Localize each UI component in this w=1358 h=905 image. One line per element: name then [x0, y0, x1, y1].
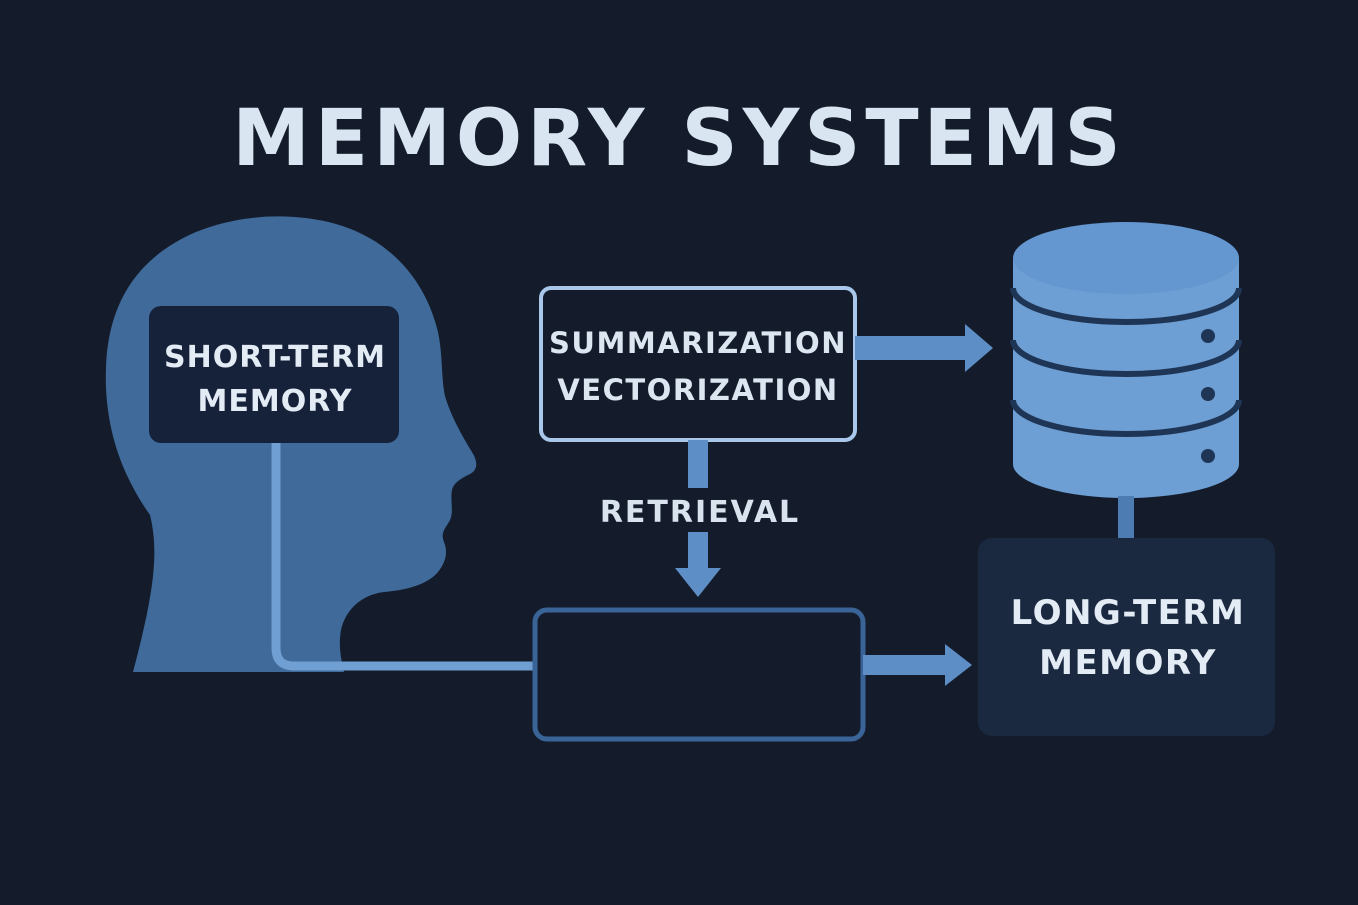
processing-label-line2: VECTORIZATION — [557, 373, 838, 407]
database-connector-line — [1118, 496, 1134, 540]
long-term-label-line2: MEMORY — [1039, 643, 1217, 683]
processing-box: SUMMARIZATION VECTORIZATION — [539, 286, 857, 442]
long-term-memory-box: LONG-TERM MEMORY — [978, 538, 1275, 736]
short-term-connector-line — [271, 440, 536, 671]
short-term-label-line2: MEMORY — [198, 384, 353, 419]
long-term-label-line1: LONG-TERM — [1011, 593, 1246, 633]
short-term-memory-box: SHORT-TERM MEMORY — [149, 306, 399, 443]
database-cylinder-icon — [1010, 222, 1242, 498]
processing-label-line1: SUMMARIZATION — [549, 326, 847, 360]
arrow-to-database — [855, 324, 993, 372]
empty-output-box — [532, 607, 866, 742]
short-term-label-line1: SHORT-TERM — [164, 340, 386, 375]
diagram-title: MEMORY SYSTEMS — [232, 94, 1125, 184]
retrieval-arrow — [675, 440, 721, 597]
human-head-silhouette-icon — [105, 216, 477, 672]
arrow-to-long-term-memory — [863, 644, 972, 686]
retrieval-label: RETRIEVAL — [600, 495, 800, 530]
